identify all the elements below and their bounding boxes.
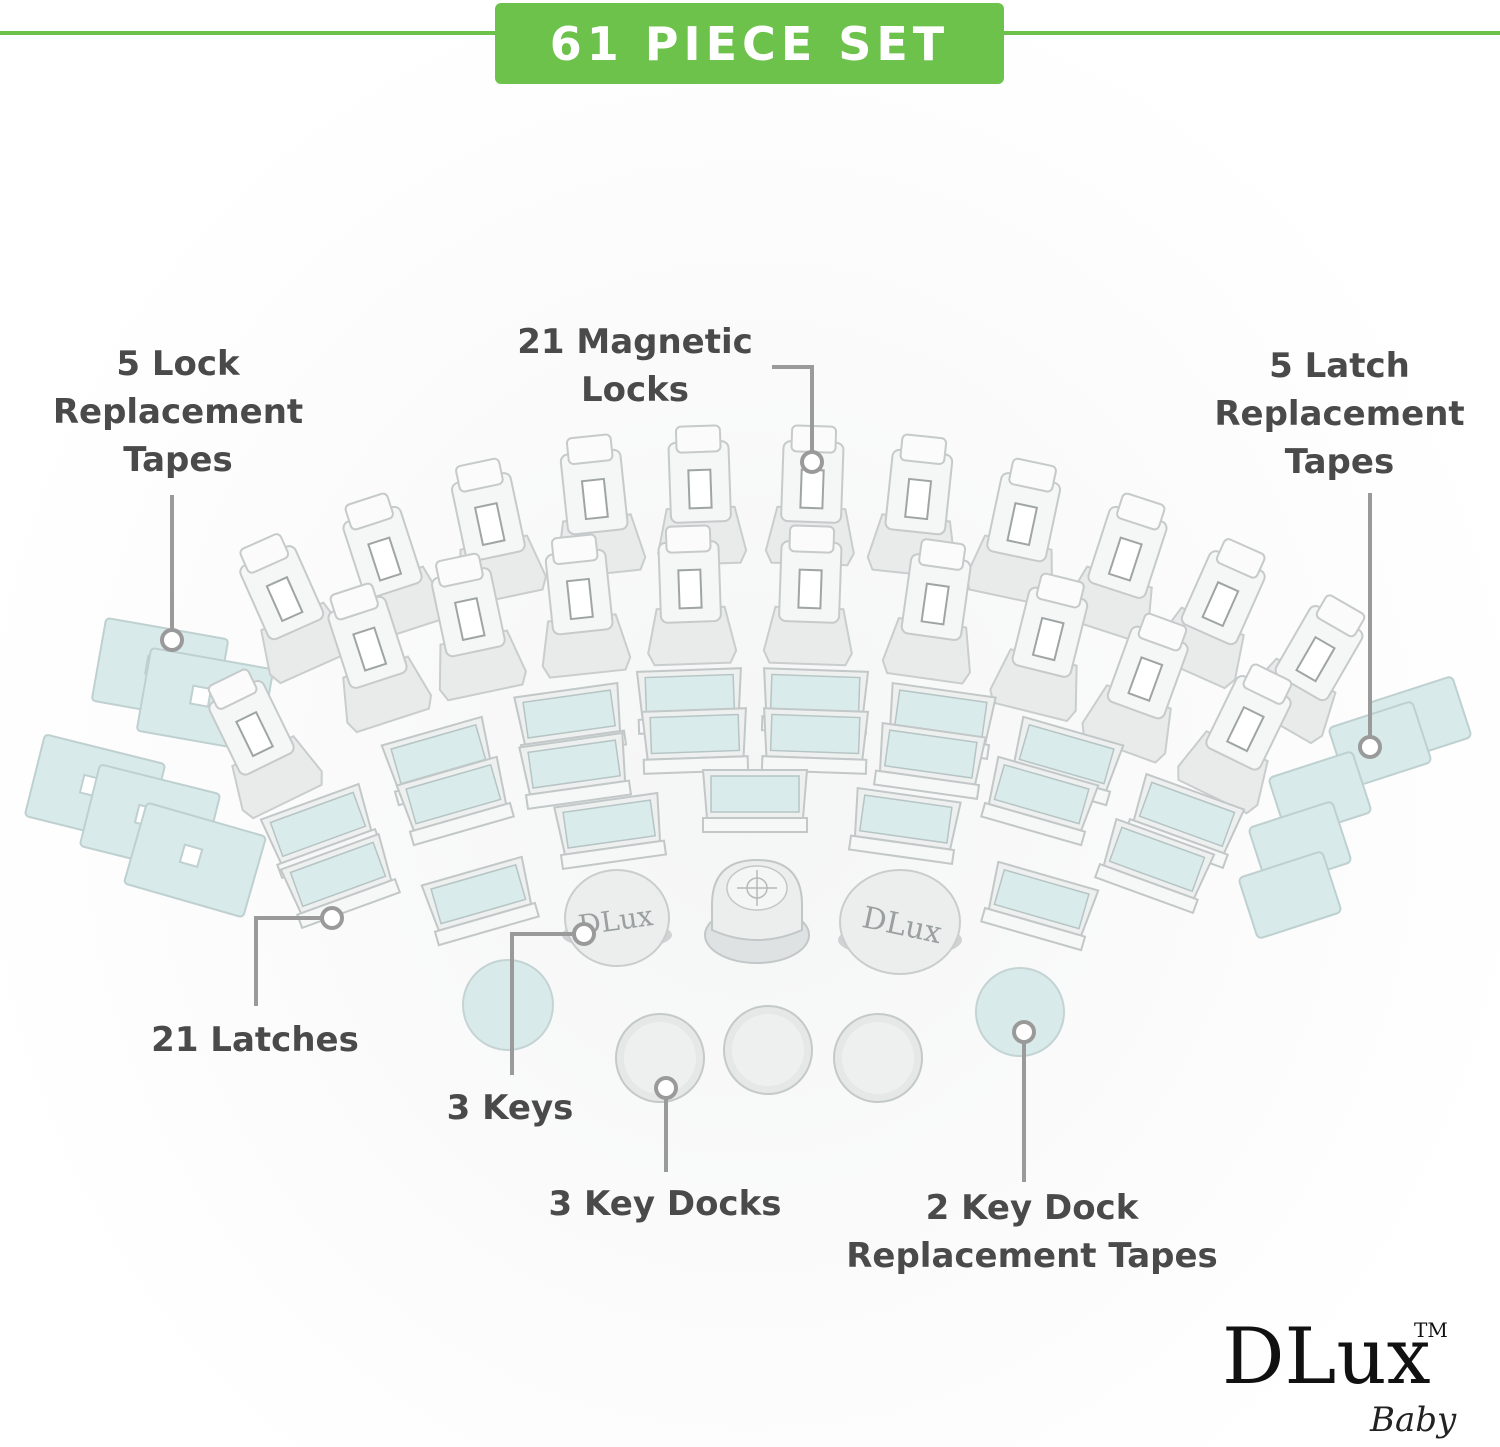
- label-keys: 3 Keys: [446, 1088, 574, 1128]
- keys: DLux DLux: [562, 858, 962, 975]
- dlux-baby-logo: DLux TM Baby: [1222, 1312, 1472, 1447]
- label-key-docks: 3 Key Docks: [548, 1184, 782, 1224]
- key-dock-replacement-tapes: [462, 959, 1065, 1057]
- header-rule-right: [1004, 31, 1500, 35]
- callout-lines: [170, 365, 1372, 1182]
- page-title: 61 PIECE SET: [549, 16, 950, 71]
- label-key-dock-replacement-tapes: 2 Key Dock Replacement Tapes: [846, 1188, 1218, 1276]
- key-docks: [615, 1005, 923, 1103]
- label-latch-replacement-tapes: 5 Latch Replacement Tapes: [1214, 346, 1465, 482]
- header-rule-left: [0, 31, 495, 35]
- label-latches: 21 Latches: [151, 1020, 359, 1060]
- logo-trademark: TM: [1414, 1318, 1448, 1342]
- label-magnetic-locks: 21 Magnetic Locks: [517, 322, 753, 410]
- callout-dots: [160, 450, 1382, 1100]
- logo-brand: DLux: [1222, 1312, 1431, 1402]
- label-lock-replacement-tapes: 5 Lock Replacement Tapes: [52, 344, 304, 480]
- header-badge: 61 PIECE SET: [495, 3, 1004, 84]
- logo-sub: Baby: [1370, 1400, 1457, 1440]
